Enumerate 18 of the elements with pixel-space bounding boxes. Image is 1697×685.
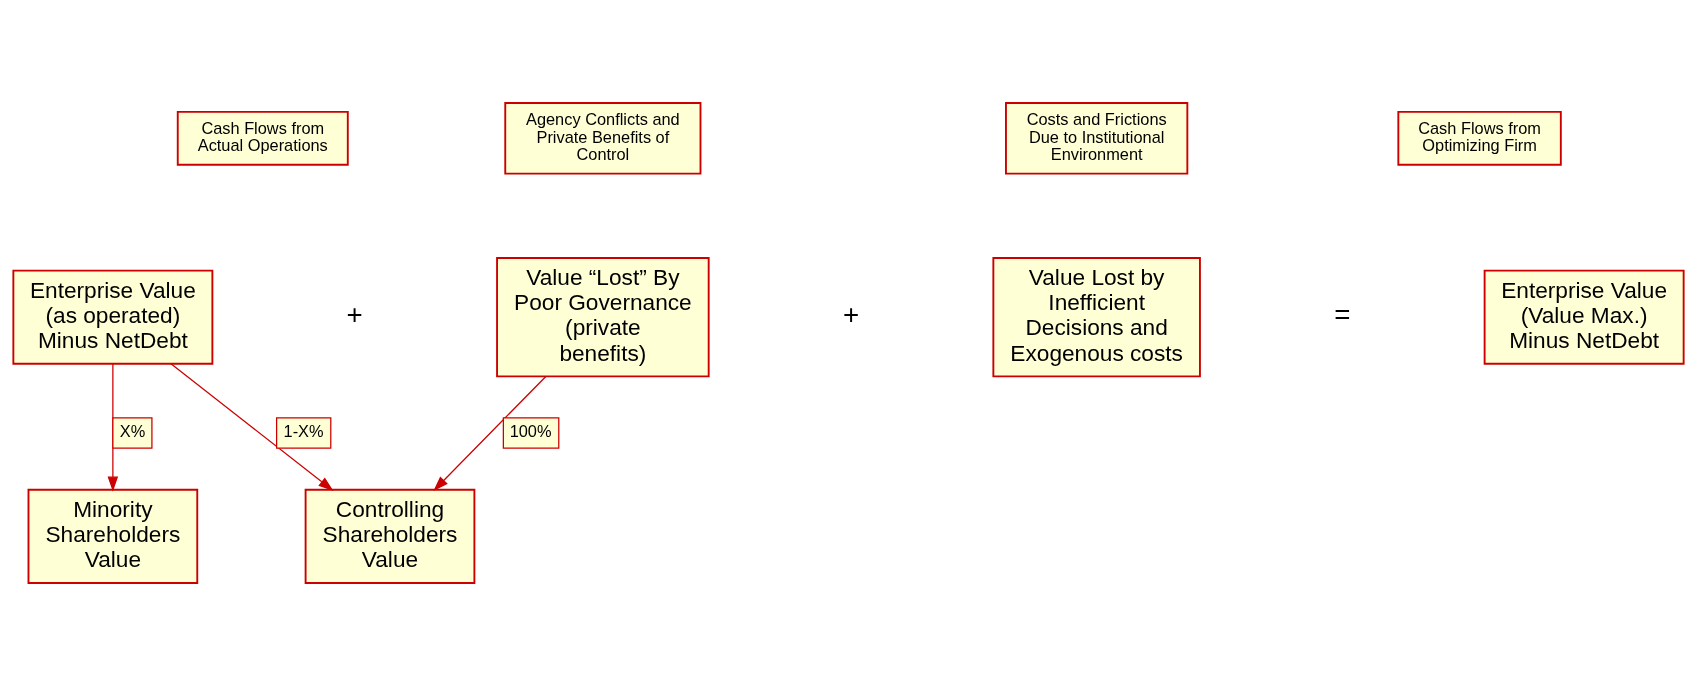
arrow: [107, 362, 119, 492]
label: +: [346, 298, 363, 330]
node-box: Value Lost by Inefficient Decisions and Exogenous costs: [992, 256, 1201, 377]
arrow: [433, 375, 547, 491]
node-box: Value “Lost” By Poor Governance (private benefits): [496, 256, 710, 377]
edge-label: 100%: [509, 421, 552, 440]
edge-label: 1-X%: [283, 421, 324, 440]
node-box: Enterprise Value (Value Max.) Minus NetDebt: [1483, 269, 1685, 365]
node-box: Cash Flows from Actual Operations: [176, 110, 349, 166]
node-box: Agency Conflicts and Private Benefits of Control: [504, 101, 702, 175]
node-box: Costs and Frictions Due to Institutional Environment: [1005, 101, 1189, 175]
node-box: Cash Flows from Optimizing Firm: [1397, 110, 1562, 166]
edge-label: X%: [119, 421, 146, 440]
node-box: Minority Shareholders Value: [27, 488, 199, 584]
label: +: [842, 298, 860, 330]
label: =: [1334, 298, 1351, 330]
node-box: Controlling Shareholders Value: [304, 488, 476, 584]
node-box: Enterprise Value (as operated) Minus NetDebt: [12, 269, 214, 365]
